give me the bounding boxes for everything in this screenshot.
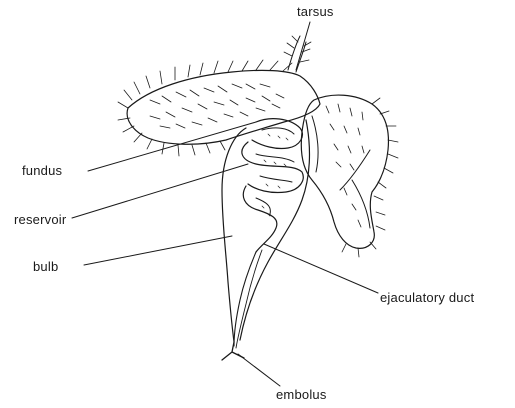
label-reservoir: reservoir xyxy=(14,212,66,227)
leader-lines xyxy=(72,22,378,386)
bulb-outline xyxy=(222,128,246,342)
tarsus-outline xyxy=(127,70,320,144)
leader-tarsus xyxy=(296,22,310,70)
cymbium-inner-fold xyxy=(312,116,370,228)
leader-ejaculatory-duct xyxy=(264,244,378,293)
cymbium-hairs xyxy=(326,98,398,257)
tarsus-ridge-hairs xyxy=(284,36,311,62)
reservoir-coil-2 xyxy=(243,186,277,252)
label-fundus: fundus xyxy=(22,163,62,178)
leader-embolus xyxy=(238,354,280,386)
reservoir-coil-1 xyxy=(242,142,303,193)
cymbium-outline xyxy=(301,95,388,248)
label-ejaculatory-duct: ejaculatory duct xyxy=(380,290,474,305)
embolus-tip xyxy=(222,342,244,360)
label-embolus: embolus xyxy=(276,387,327,402)
reservoir-inner xyxy=(256,128,294,214)
ejaculatory-duct xyxy=(234,252,256,346)
tarsus-hairs xyxy=(118,60,292,156)
label-bulb: bulb xyxy=(33,259,58,274)
fundus-coil xyxy=(252,119,302,149)
label-tarsus: tarsus xyxy=(297,4,334,19)
leader-bulb xyxy=(84,236,232,265)
